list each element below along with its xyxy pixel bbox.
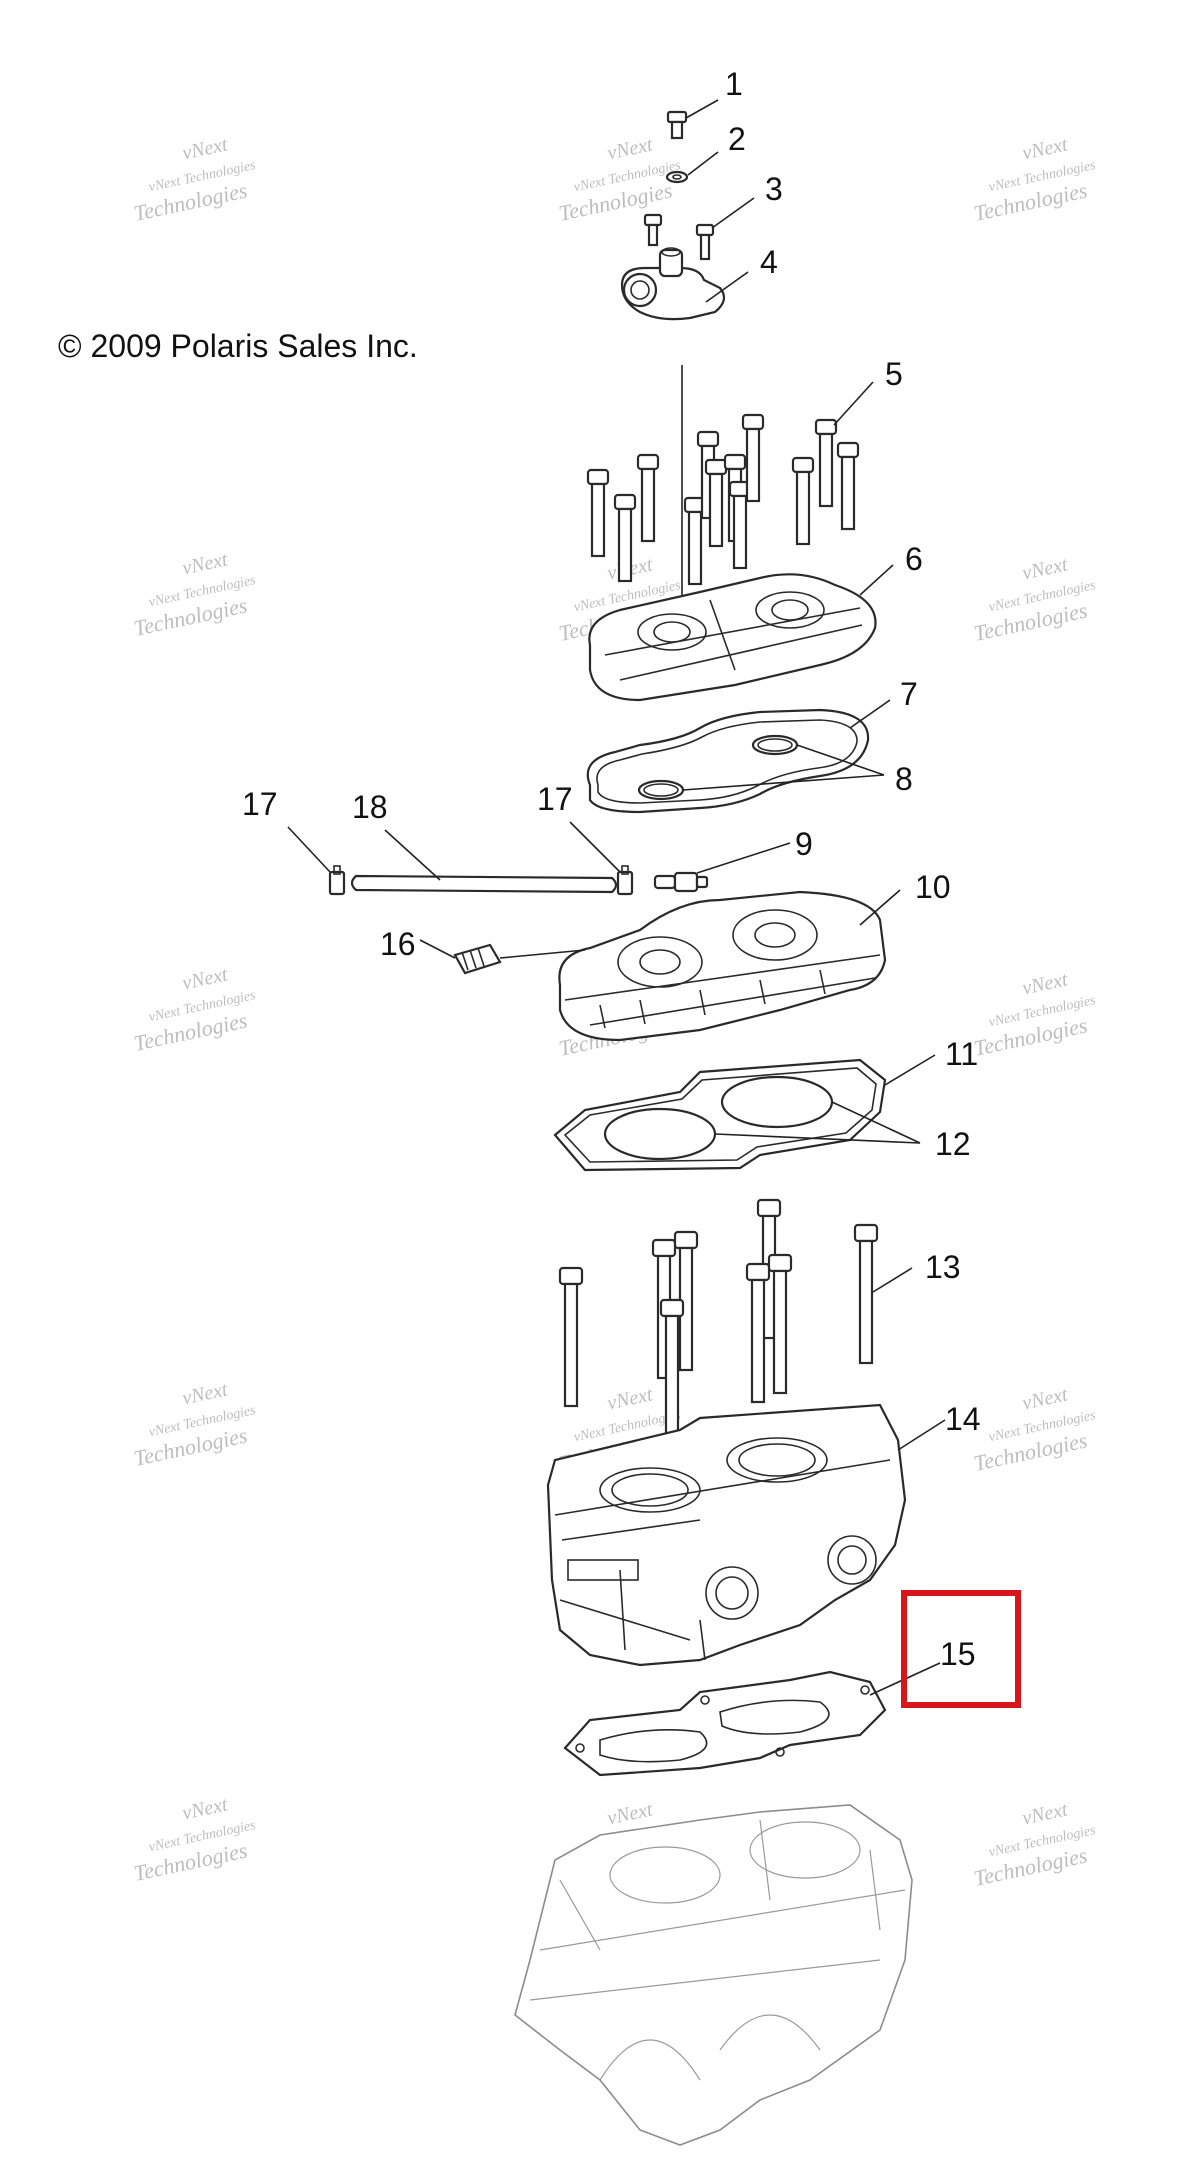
callout-5[interactable]: 5	[885, 356, 903, 392]
svg-text:vNext: vNext	[1020, 133, 1070, 164]
watermark: vNext vNext Technologies Technologies	[131, 963, 257, 1055]
callout-3[interactable]: 3	[765, 171, 783, 207]
callout-17-left[interactable]: 17	[242, 786, 278, 822]
part-7-gasket[interactable]	[586, 708, 870, 814]
leader-lines	[287, 99, 946, 1696]
svg-text:vNext: vNext	[605, 133, 655, 164]
svg-text:vNext: vNext	[180, 963, 230, 994]
part-18-hose[interactable]	[350, 874, 618, 894]
watermark: vNext vNext Technologies Technologies	[131, 548, 257, 640]
part-4-water-outlet[interactable]	[620, 247, 726, 321]
part-6-head-cover[interactable]	[588, 573, 877, 702]
svg-text:vNext: vNext	[605, 1798, 655, 1829]
callout-7[interactable]: 7	[900, 676, 918, 712]
svg-text:vNext: vNext	[180, 1793, 230, 1824]
callout-2[interactable]: 2	[728, 121, 746, 157]
watermark: vNext vNext Technologies Technologies	[971, 968, 1097, 1060]
callout-17-right[interactable]: 17	[537, 781, 573, 817]
watermark: vNext vNext Technologies Technologies	[131, 133, 257, 225]
part-17-clamp-left[interactable]	[328, 865, 346, 896]
callout-11[interactable]: 11	[945, 1036, 978, 1072]
callout-labels: 1 2 3 4 5 6 7 8 9 10 11 12 13 14 15 16 1…	[242, 66, 981, 1672]
part-5-head-bolts[interactable]	[586, 413, 860, 586]
callout-18[interactable]: 18	[352, 789, 388, 825]
copyright-notice: © 2009 Polaris Sales Inc.	[58, 328, 418, 364]
callout-10[interactable]: 10	[915, 869, 951, 905]
svg-text:vNext: vNext	[180, 1378, 230, 1409]
callout-15[interactable]: 15	[940, 1636, 976, 1672]
part-16-sensor[interactable]	[453, 943, 502, 975]
part-10-cylinder-head[interactable]	[558, 890, 887, 1042]
part-8-o-rings[interactable]	[637, 734, 799, 801]
crankcase-ghost	[514, 1804, 913, 2146]
part-12-o-rings[interactable]	[603, 1075, 834, 1161]
callout-12[interactable]: 12	[935, 1126, 971, 1162]
svg-text:vNext: vNext	[1020, 968, 1070, 999]
watermark: vNext vNext Technologies Technologies	[971, 1383, 1097, 1475]
callout-15-highlight-box	[901, 1590, 1021, 1708]
part-9-fitting[interactable]	[653, 871, 709, 893]
svg-text:vNext: vNext	[1020, 1798, 1070, 1829]
part-15-base-gasket[interactable]	[563, 1670, 887, 1777]
watermark: vNext vNext Technologies Technologies	[131, 1378, 257, 1470]
watermark: vNext vNext Technologies Technologies	[971, 553, 1097, 645]
svg-text:vNext: vNext	[1020, 1383, 1070, 1414]
callout-16[interactable]: 16	[380, 926, 416, 962]
callout-9[interactable]: 9	[795, 826, 813, 862]
callout-1[interactable]: 1	[725, 66, 743, 102]
part-3-bolts[interactable]	[643, 213, 715, 261]
watermark: vNext vNext Technologies Technologies	[971, 133, 1097, 225]
part-17-clamp-right[interactable]	[616, 865, 634, 896]
part-2-washer[interactable]	[665, 170, 689, 184]
part-1-bolt[interactable]	[666, 110, 688, 140]
svg-text:vNext: vNext	[180, 133, 230, 164]
svg-text:vNext: vNext	[1020, 553, 1070, 584]
watermark: vNext vNext Technologies Technologies	[971, 1798, 1097, 1890]
callout-4[interactable]: 4	[760, 244, 778, 280]
svg-text:vNext: vNext	[605, 1383, 655, 1414]
watermark: vNext vNext Technologies Technologies	[131, 1793, 257, 1885]
svg-text:vNext: vNext	[180, 548, 230, 579]
part-13-cylinder-bolts[interactable]	[558, 1198, 879, 1440]
part-11-head-gasket[interactable]	[553, 1058, 887, 1172]
callout-6[interactable]: 6	[905, 541, 923, 577]
callout-13[interactable]: 13	[925, 1249, 961, 1285]
callout-14[interactable]: 14	[945, 1401, 981, 1437]
part-14-cylinder-block[interactable]	[546, 1403, 907, 1667]
callout-8[interactable]: 8	[895, 761, 913, 797]
